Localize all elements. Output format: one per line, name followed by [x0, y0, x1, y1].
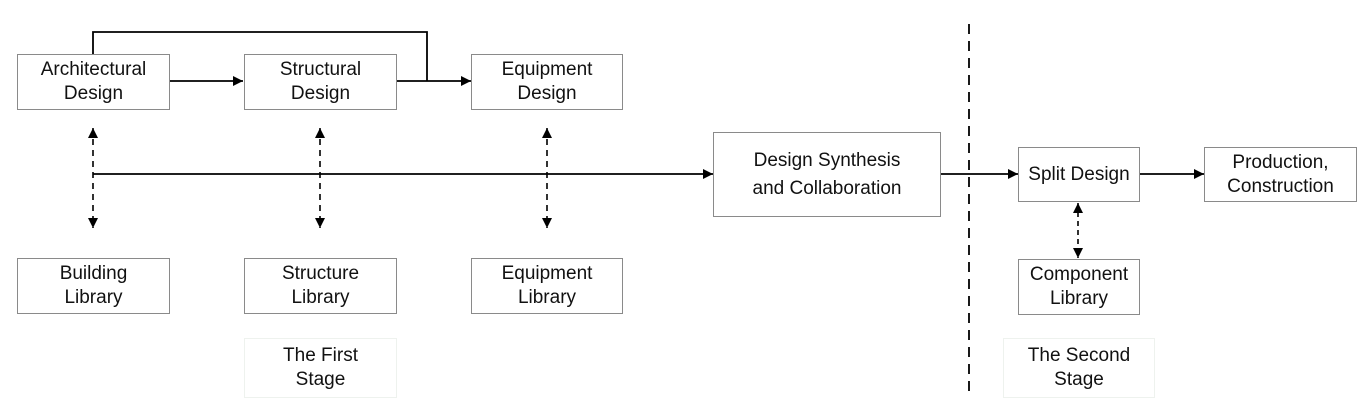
design-synthesis-label: Design Synthesis and Collaboration	[752, 149, 902, 199]
equipment-library-label: Equipment Library	[501, 263, 593, 308]
architectural-design-box: Architectural Design	[17, 54, 170, 110]
first-stage-label: The First Stage	[283, 345, 358, 390]
component-library-label: Component Library	[1029, 264, 1129, 309]
split-design-box: Split Design	[1018, 147, 1140, 202]
equipment-library-box: Equipment Library	[471, 258, 623, 314]
building-library-box: Building Library	[17, 258, 170, 314]
production-construction-box: Production, Construction	[1204, 147, 1357, 202]
design-synthesis-box: Design Synthesis and Collaboration	[713, 132, 941, 217]
second-stage-caption: The Second Stage	[1003, 338, 1155, 398]
structure-library-label: Structure Library	[281, 263, 360, 308]
architectural-design-label: Architectural Design	[40, 59, 147, 104]
second-stage-label: The Second Stage	[1027, 345, 1131, 390]
structural-design-box: Structural Design	[244, 54, 397, 110]
arch-to-equip-loop-line	[92, 31, 428, 81]
production-construction-label: Production, Construction	[1227, 151, 1334, 197]
split-design-label: Split Design	[1028, 163, 1130, 185]
structure-library-box: Structure Library	[244, 258, 397, 314]
building-library-label: Building Library	[59, 263, 128, 308]
component-library-box: Component Library	[1018, 259, 1140, 315]
equipment-design-label: Equipment Design	[501, 59, 593, 104]
structural-design-label: Structural Design	[279, 59, 362, 104]
equipment-design-box: Equipment Design	[471, 54, 623, 110]
first-stage-caption: The First Stage	[244, 338, 397, 398]
